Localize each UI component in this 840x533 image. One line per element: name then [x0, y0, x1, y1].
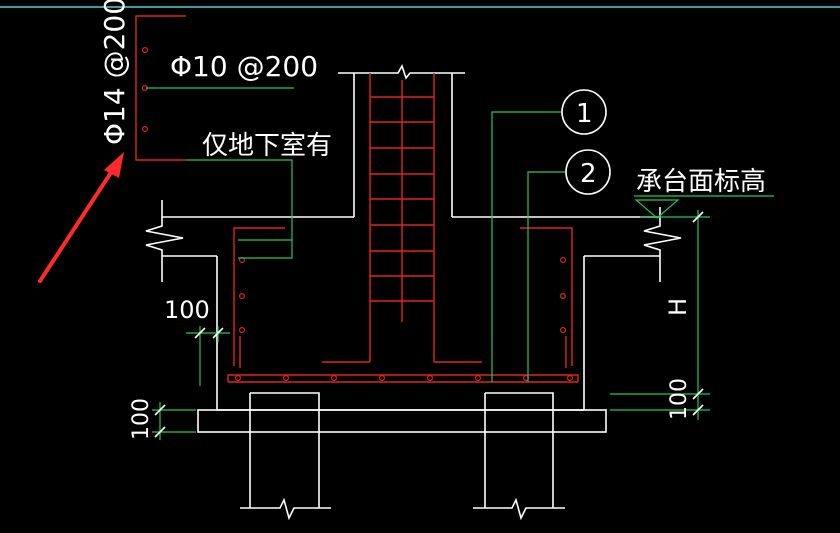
leader-basement	[186, 159, 293, 259]
leader-lines	[146, 87, 774, 440]
cap-elevation-label: 承台面标高	[636, 167, 766, 197]
leader-callout-2	[527, 171, 566, 382]
rebar-vertical-label: Φ14 @200	[98, 0, 131, 145]
dim-100-left-label: 100	[164, 296, 210, 324]
basement-only-label: 仅地下室有	[202, 131, 332, 161]
elevation-triangle	[634, 199, 680, 219]
cushion-pad	[197, 409, 607, 433]
column-break-line	[338, 64, 465, 80]
dim-h-label: H	[664, 298, 692, 316]
annotation-arrow	[38, 152, 124, 283]
leader-callout-1	[491, 111, 562, 382]
rebar-group	[135, 15, 579, 383]
cap-side-bar-left-outer	[227, 374, 579, 382]
rebar-dots	[142, 46, 573, 382]
slab-left-break	[145, 200, 184, 282]
dim-100-pad-label: 100	[129, 398, 154, 440]
column-stirrups	[370, 96, 434, 302]
callout-circle-2	[565, 149, 611, 195]
dim-100-right-label: 100	[667, 378, 692, 420]
rebar-detail-bracket	[135, 15, 186, 161]
pile-left	[240, 392, 331, 521]
cap-side-bar-left	[233, 227, 285, 366]
slab-right-break	[643, 207, 682, 282]
callout-2-label: 2	[580, 159, 597, 189]
cap-side-bar-right	[520, 227, 573, 366]
pile-right	[473, 392, 565, 521]
callout-1-label: 1	[576, 99, 593, 129]
structure-outline	[145, 64, 682, 521]
dimension-ticks	[154, 211, 704, 438]
callout-circle-1	[561, 89, 607, 135]
rebar-horizontal-label: Φ10 @200	[170, 50, 318, 83]
